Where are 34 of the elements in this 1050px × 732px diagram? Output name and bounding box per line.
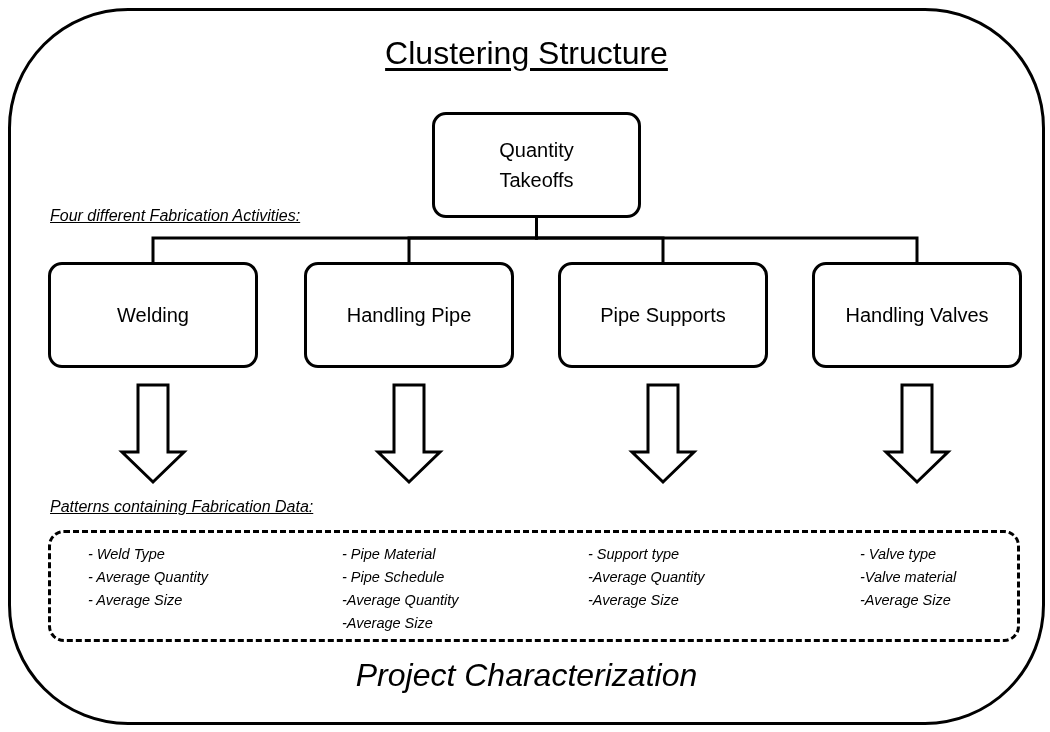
rounded-box [48,262,258,368]
list-item: -Average Size [588,591,680,610]
block-arrow [882,383,952,485]
list-item: - Pipe Schedule [342,568,446,587]
rounded-box [812,262,1022,368]
list-item: -Average Size [342,614,434,633]
list-item: -Average Size [860,591,952,610]
list-item: - Average Size [88,591,184,610]
list-item: - Average Quantity [88,568,209,587]
list-item: -Average Quantity [342,591,459,610]
list-item: - Weld Type [88,545,166,564]
box-label: Pipe Supports [600,303,726,328]
box-label: Quantity Takeoffs [498,138,575,193]
box-label: Welding [117,303,189,328]
footer-title: Project Characterization [355,656,698,695]
box-label: Handling Pipe [346,303,472,328]
list-item: - Pipe Material [342,545,437,564]
block-arrow [118,383,188,485]
rounded-box [304,262,514,368]
outer-rounded-box [8,8,1045,725]
rounded-box [558,262,768,368]
list-item: - Support type [588,545,681,564]
list-item: - Valve type [860,545,938,564]
rounded-box [432,112,641,218]
title: Clustering Structure [385,34,668,73]
list-item: -Average Quantity [588,568,705,587]
connector-line [535,218,919,262]
block-arrow [628,383,698,485]
list-item: -Valve material [860,568,957,587]
block-arrow [374,383,444,485]
dashed-box [48,530,1020,642]
section-label: Patterns containing Fabrication Data: [50,498,314,515]
section-label: Four different Fabrication Activities: [50,207,301,224]
box-label: Handling Valves [845,303,989,328]
